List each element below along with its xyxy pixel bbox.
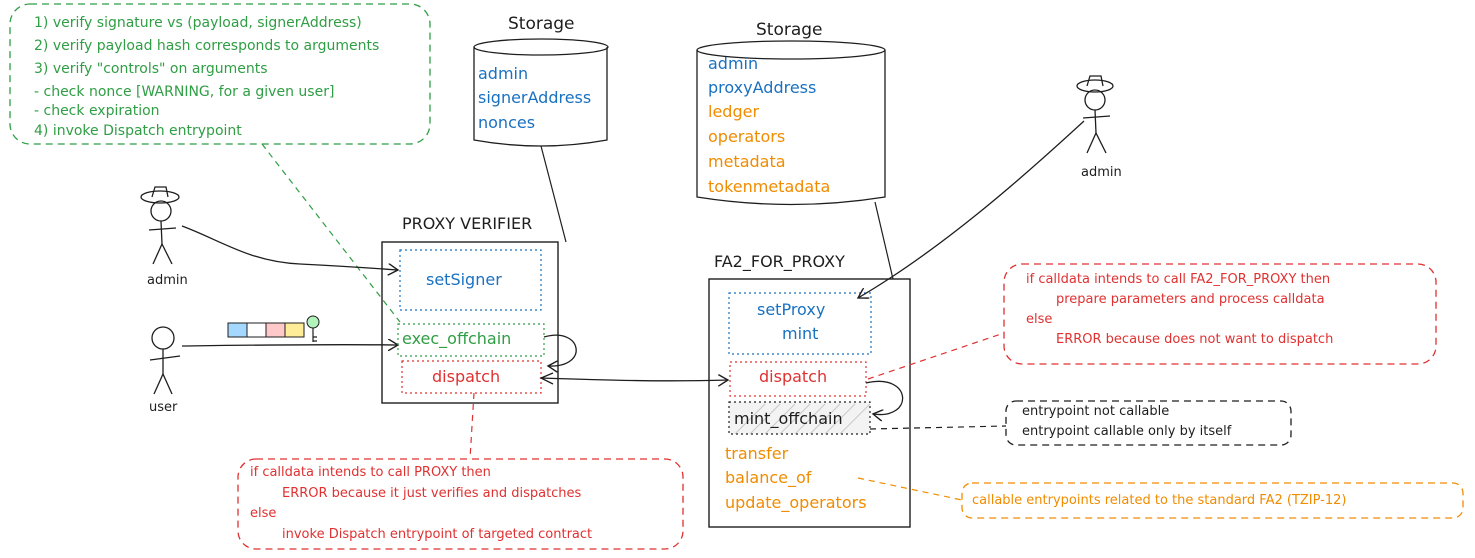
std-fa2-note-text: callable entrypoints related to the stan… (972, 493, 1347, 508)
proxy-storage-cylinder (473, 38, 609, 147)
transfer-entrypoint[interactable]: transfer (725, 444, 789, 463)
setproxy-mint-box (728, 292, 872, 355)
verification-note-line: 4) invoke Dispatch entrypoint (34, 123, 242, 139)
exec-offchain-entrypoint[interactable]: exec_offchain (402, 329, 512, 348)
proxy-dispatch-note-line: invoke Dispatch entrypoint of targeted c… (282, 527, 593, 542)
fa2-dispatch-note-box (1003, 263, 1437, 365)
fa2-dispatch-entrypoint[interactable]: dispatch (759, 367, 828, 386)
admin-to-setproxy-arrow (858, 120, 1085, 298)
proxy-storage-field: admin (478, 64, 529, 83)
payload-chip-yellow (284, 322, 305, 338)
proxy-storage-link (540, 145, 567, 243)
fa2-storage-link (874, 201, 894, 280)
fa2-storage-title: Storage (756, 20, 823, 40)
exec-to-dispatch-loop (543, 334, 577, 366)
fa2-storage-field: operators (708, 127, 786, 146)
fa2-dispatch-connector (867, 332, 1005, 380)
fa2-dispatch-note-line: ERROR because does not want to dispatch (1056, 332, 1334, 347)
proxy-storage-title: Storage (508, 14, 575, 34)
verification-note-line: - check expiration (34, 103, 160, 119)
admin-right-label: admin (1081, 165, 1122, 180)
fa2-dispatch-note-line: prepare parameters and process calldata (1056, 292, 1325, 307)
key-icon (306, 315, 320, 342)
verification-note-line: 1) verify signature vs (payload, signerA… (34, 15, 362, 31)
proxy-storage-field: signerAddress (478, 88, 592, 107)
fa2-dispatch-note-line: if calldata intends to call FA2_FOR_PROX… (1026, 272, 1331, 287)
mint-offchain-note-line: entrypoint not callable (1022, 404, 1170, 419)
dispatch-to-dispatch-arrow (540, 378, 728, 381)
verification-note-line: 3) verify "controls" on arguments (34, 61, 268, 77)
admin-right-figure (1076, 75, 1114, 154)
mint-entrypoint[interactable]: mint (782, 324, 819, 343)
payload-chip-pink (265, 322, 286, 338)
fa2-storage-field: admin (708, 54, 759, 73)
admin-to-setsigner-arrow (181, 225, 398, 270)
fa2-storage-field: ledger (708, 102, 760, 121)
setsigner-entrypoint[interactable]: setSigner (426, 270, 502, 289)
fa2-for-proxy-title: FA2_FOR_PROXY (714, 252, 845, 271)
mint-offchain-note-box (1005, 400, 1292, 446)
mint-offchain-box (728, 401, 871, 435)
proxy-dispatch-note-line: else (250, 506, 277, 521)
user-label: user (149, 400, 178, 415)
verification-note-box (9, 3, 431, 145)
fa2-dispatch-note-line: else (1026, 312, 1053, 327)
fa2-storage-field: tokenmetadata (708, 177, 831, 196)
exec-offchain-box (397, 323, 545, 357)
std-fa2-connector (857, 477, 963, 501)
update-operators-entrypoint[interactable]: update_operators (725, 493, 867, 512)
mint-offchain-hatch (734, 403, 871, 435)
fa2-storage-cylinder (696, 40, 886, 206)
setsigner-box (399, 249, 542, 311)
note-to-exec-connector (261, 143, 401, 323)
mint-offchain-connector (869, 425, 1007, 430)
user-figure (149, 326, 181, 395)
admin-left-label: admin (147, 273, 188, 288)
proxy-dispatch-note-line: if calldata intends to call PROXY then (250, 465, 491, 480)
proxy-dispatch-connector (469, 392, 475, 460)
verification-note-line: - check nonce [WARNING, for a given user… (34, 84, 335, 100)
proxy-dispatch-box (401, 360, 542, 394)
setproxy-entrypoint[interactable]: setProxy (757, 300, 826, 319)
proxy-storage-field: nonces (478, 113, 536, 132)
fa2-storage-field: metadata (708, 152, 786, 171)
payload-chip-white (246, 322, 267, 338)
std-fa2-note-box (961, 482, 1464, 519)
fa2-for-proxy-box (708, 278, 911, 528)
payload-chip-blue (227, 322, 248, 338)
mint-offchain-note-line: entrypoint callable only by itself (1022, 424, 1232, 439)
fa2-storage-field: proxyAddress (708, 78, 817, 97)
user-to-exec-arrow (181, 345, 398, 346)
mint-offchain-entrypoint: mint_offchain (734, 409, 843, 428)
balance-of-entrypoint[interactable]: balance_of (725, 468, 812, 487)
dispatch-to-mintoffchain-loop (865, 380, 904, 414)
dispatch-return-head (539, 372, 554, 385)
verification-note-line: 2) verify payload hash corresponds to ar… (34, 38, 380, 54)
proxy-verifier-title: PROXY VERIFIER (402, 214, 533, 233)
admin-left-figure (140, 186, 180, 265)
proxy-dispatch-note-line: ERROR because it just verifies and dispa… (282, 486, 582, 501)
proxy-verifier-box (381, 241, 559, 404)
proxy-dispatch-entrypoint[interactable]: dispatch (432, 367, 501, 386)
proxy-dispatch-note-box (237, 458, 684, 550)
